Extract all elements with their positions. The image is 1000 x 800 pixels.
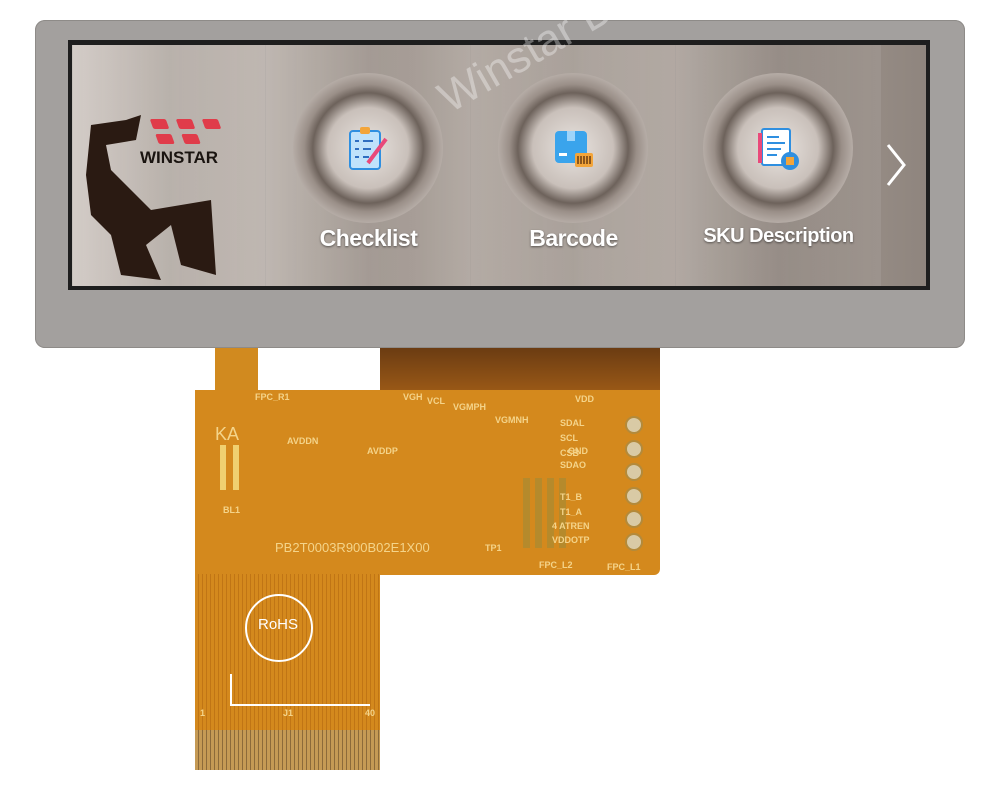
- winstar-logo-text: WINSTAR: [140, 148, 219, 167]
- menu-item-sku-description[interactable]: SKU Description: [675, 45, 881, 286]
- pin-label: T1_B: [560, 492, 583, 502]
- menu-item-checklist[interactable]: Checklist: [265, 45, 471, 286]
- pcb-label: VDD: [575, 394, 595, 404]
- next-page-button[interactable]: [880, 140, 926, 200]
- pcb-label: AVDDN: [287, 436, 319, 446]
- pcb-label: KA: [215, 424, 240, 444]
- menu-label: Checklist: [319, 225, 418, 251]
- pin-label: VDDOTP: [552, 535, 590, 545]
- connector-label: J1: [283, 708, 294, 718]
- pcb-label: BL1: [223, 505, 241, 515]
- pin-label: SDAO: [560, 460, 587, 470]
- gold-fingers: [195, 730, 380, 770]
- fpc-board: FPC_R1 VGH VCL VDD VGMPH VGMNH AVDDN AVD…: [195, 390, 660, 575]
- mascot-silhouette: [86, 115, 216, 280]
- menu-label: Barcode: [529, 225, 618, 251]
- test-pads: [523, 478, 571, 548]
- pin-label: SDAL: [560, 418, 585, 428]
- pcb-label: VGMNH: [495, 415, 529, 425]
- pcb-label: VGMPH: [453, 402, 487, 412]
- pcb-label: TP1: [485, 543, 502, 553]
- winstar-logo-icon: [150, 119, 221, 144]
- pcb-label: VCL: [427, 396, 445, 406]
- pin-label: CSB: [560, 448, 580, 458]
- display-screen: WINSTAR Checklist Barcode SKU Descriptio…: [72, 45, 926, 286]
- pcb-label: FPC_L1: [607, 562, 641, 572]
- package-barcode-icon: [555, 131, 593, 167]
- pin-label: 4 ATREN: [552, 521, 590, 531]
- pin-label: T1_A: [560, 507, 583, 517]
- pcb-label: FPC_L2: [539, 560, 573, 570]
- menu-item-barcode[interactable]: Barcode: [470, 45, 676, 286]
- fpc-connector-tail: RoHS 1 J1 40: [195, 574, 380, 770]
- chevron-right-icon: [886, 144, 906, 186]
- pcb-label: FPC_R1: [255, 392, 290, 402]
- pin-1-label: 1: [200, 708, 206, 718]
- logo-panel: WINSTAR: [72, 45, 266, 286]
- pin-label: SCL: [560, 433, 578, 443]
- document-package-icon: [758, 128, 799, 170]
- pin-40-label: 40: [365, 708, 376, 718]
- pcb-label: GND: [568, 446, 588, 456]
- fpc-upper-section: [380, 348, 660, 393]
- fpc-backlight-strip: [215, 348, 258, 393]
- part-number: PB2T0003R900B02E1X00: [275, 540, 430, 555]
- pcb-label: VGH: [403, 392, 423, 402]
- menu-label: SKU Description: [703, 225, 854, 247]
- pcb-label: AVDDP: [367, 446, 398, 456]
- rohs-mark: [245, 594, 313, 662]
- clipboard-checklist-icon: [349, 127, 388, 170]
- rohs-label: RoHS: [258, 616, 299, 633]
